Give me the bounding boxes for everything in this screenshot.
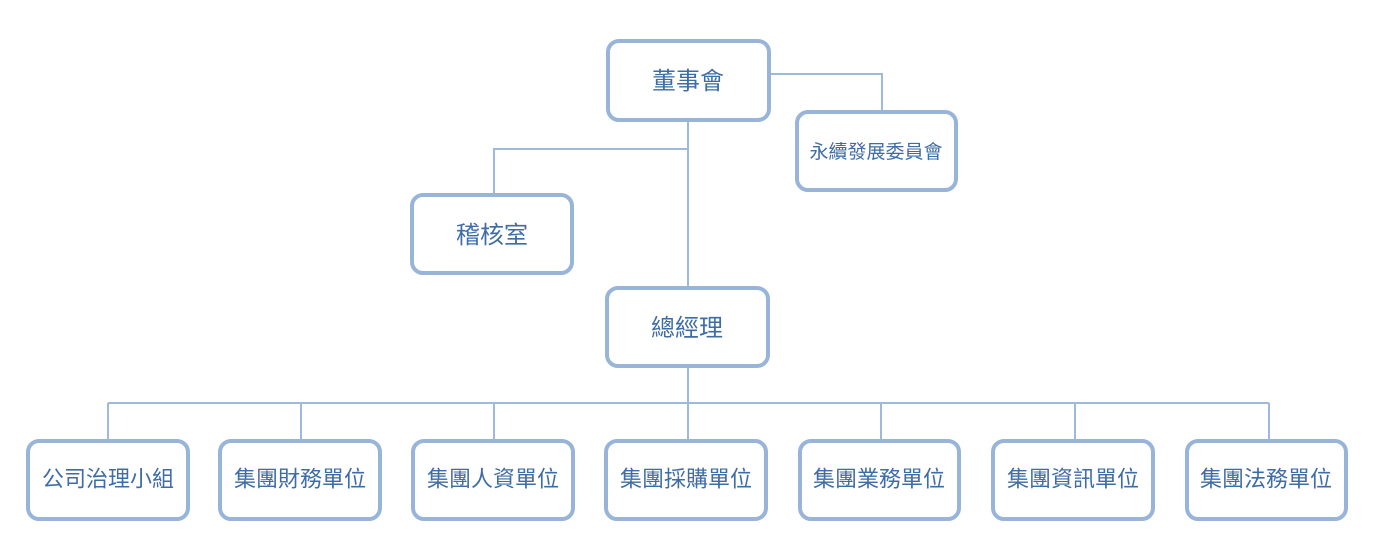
node-unit-1-box: [26, 439, 190, 521]
node-unit-3-box: [411, 439, 575, 521]
node-audit-office-box: [410, 193, 574, 275]
node-unit-6-label: 集團資訊單位: [1007, 468, 1139, 493]
node-unit-7-box: [1185, 439, 1348, 521]
node-unit-3-label: 集團人資單位: [427, 468, 559, 493]
node-unit-5-label: 集團業務單位: [813, 468, 945, 493]
node-sustainability-committee: 永續發展委員會: [795, 110, 958, 192]
node-unit-2: 集團財務單位: [218, 439, 382, 521]
node-audit-office: 稽核室: [410, 193, 574, 275]
connector-board-to-audit-office: [493, 148, 688, 194]
connector-board-to-sustainability-committee: [769, 73, 883, 111]
node-unit-1-label: 公司治理小組: [42, 468, 174, 493]
node-general-manager-label: 總經理: [651, 314, 723, 342]
node-unit-7-label: 集團法務單位: [1200, 468, 1332, 493]
node-unit-7: 集團法務單位: [1185, 439, 1348, 521]
node-audit-office-label: 稽核室: [456, 221, 528, 249]
node-sustainability-committee-box: [795, 110, 958, 192]
node-unit-4-label: 集團採購單位: [620, 468, 752, 493]
node-unit-5: 集團業務單位: [798, 439, 961, 521]
node-unit-2-box: [218, 439, 382, 521]
node-unit-2-label: 集團財務單位: [234, 468, 366, 493]
node-unit-6-box: [991, 439, 1155, 521]
node-sustainability-committee-label: 永續發展委員會: [809, 141, 942, 163]
node-unit-6: 集團資訊單位: [991, 439, 1155, 521]
node-unit-3: 集團人資單位: [411, 439, 575, 521]
connectors: [107, 73, 1270, 440]
node-unit-1: 公司治理小組: [26, 439, 190, 521]
node-board-box: [606, 39, 771, 122]
node-unit-5-box: [798, 439, 961, 521]
node-general-manager-box: [605, 286, 770, 368]
node-unit-4: 集團採購單位: [604, 439, 768, 521]
node-board: 董事會: [606, 39, 771, 122]
node-board-label: 董事會: [652, 67, 724, 95]
node-general-manager: 總經理: [605, 286, 770, 368]
node-unit-4-box: [604, 439, 768, 521]
